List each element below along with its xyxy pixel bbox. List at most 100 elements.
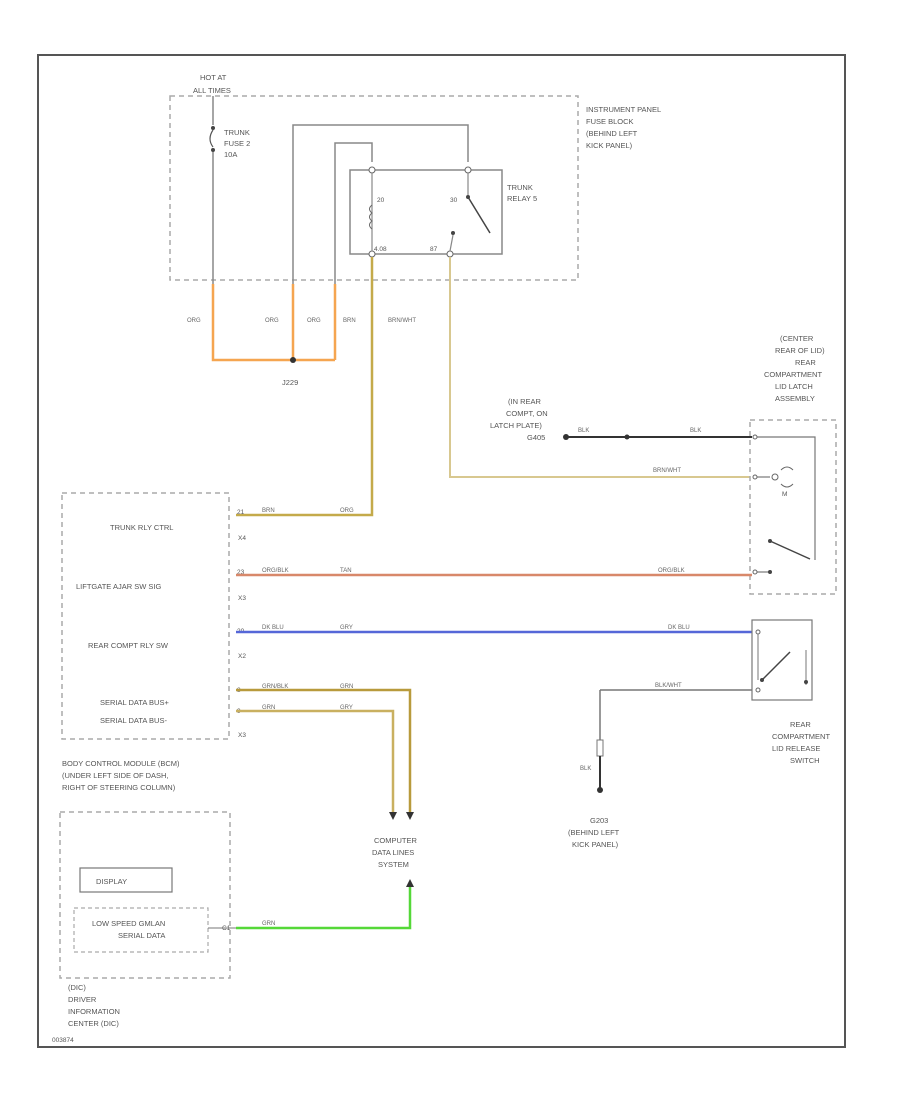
latch-label-3: REAR <box>795 358 816 367</box>
ground-g203-dot <box>597 787 603 793</box>
latch-assembly-box <box>749 419 837 595</box>
dic-display-label: DISPLAY <box>96 877 127 886</box>
dic-serial-box <box>73 907 209 953</box>
serial-bus-plus-wire <box>236 688 412 815</box>
dic-wire-label: GRN <box>262 921 275 927</box>
bcm-wire-4b: GRN <box>340 684 353 690</box>
latch-ajar-wire-label: ORG/BLK <box>658 568 685 574</box>
relay-label-2: RELAY 5 <box>507 194 537 203</box>
bcm-wire-5: GRN <box>262 705 275 711</box>
tan-wire <box>449 257 750 478</box>
gmlan-green-wire <box>236 887 412 930</box>
relay-pin-bl: 4.08 <box>374 246 387 253</box>
dic-label-2: DRIVER <box>68 995 97 1004</box>
wire-label-5: BRN/WHT <box>388 318 416 324</box>
fuse-block-label-4: KICK PANEL) <box>586 141 633 150</box>
release-wire-in-label: DK BLU <box>668 625 690 631</box>
rear-compt-wire-a: BLK <box>578 428 589 434</box>
splice-label: J229 <box>282 378 298 387</box>
data-link-label-3: SYSTEM <box>378 860 409 869</box>
data-link-label-2: DATA LINES <box>372 848 414 857</box>
release-label-4: SWITCH <box>790 756 820 765</box>
bcm-wire-3b: GRY <box>340 625 353 631</box>
bcm-wire-4: GRN/BLK <box>262 684 288 690</box>
brown-wire <box>236 257 374 517</box>
bcm-pin-label-5: SERIAL DATA BUS- <box>100 716 167 725</box>
bcm-wire-1: BRN <box>262 508 275 514</box>
footer-code: 003874 <box>52 1037 74 1044</box>
relay-pin-tl: 20 <box>377 197 385 204</box>
all-times-label: ALL TIMES <box>193 86 231 95</box>
latch-label-6: ASSEMBLY <box>775 394 815 403</box>
fuse-icon <box>209 129 214 148</box>
release-label-1: REAR <box>790 720 811 729</box>
rear-compt-label-1: (IN REAR <box>508 397 542 406</box>
fuse-terminal-top <box>211 126 215 130</box>
release-switch-icon <box>761 651 791 681</box>
dic-serial-2: SERIAL DATA <box>118 931 165 940</box>
data-arrow-left <box>389 812 397 820</box>
fuse-label-1: TRUNK <box>224 128 250 137</box>
data-arrow-right <box>406 812 414 820</box>
splice-dot <box>290 357 296 363</box>
ground-wire-label: BLK <box>580 766 591 772</box>
dic-label-3: INFORMATION <box>68 1007 120 1016</box>
bcm-pin-num-2: 23 <box>237 569 245 576</box>
fuse-label-3: 10A <box>224 150 237 159</box>
trunk-relay-box <box>349 169 503 255</box>
release-label-2: COMPARTMENT <box>772 732 830 741</box>
fuse-label-2: FUSE 2 <box>224 139 250 148</box>
bcm-box <box>61 492 230 740</box>
ground-label-3: KICK PANEL) <box>572 840 619 849</box>
dic-label-1: (DIC) <box>68 983 86 992</box>
latch-label-2: REAR OF LID) <box>775 346 825 355</box>
diagram-frame <box>37 54 846 1048</box>
fuse-block-box <box>169 95 579 281</box>
bcm-label-1: BODY CONTROL MODULE (BCM) <box>62 759 180 768</box>
bcm-wire-5b: GRY <box>340 705 353 711</box>
rear-compt-label-4: G405 <box>527 433 545 442</box>
wire-label-2: ORG <box>265 318 279 324</box>
wire-label-3: ORG <box>307 318 321 324</box>
bcm-pin-x-3: X2 <box>238 653 246 660</box>
bcm-wire-2b: TAN <box>340 568 352 574</box>
bcm-wire-3: DK BLU <box>262 625 284 631</box>
hot-at-label: HOT AT <box>200 73 227 82</box>
relay-coil-icon <box>369 204 373 230</box>
release-label-3: LID RELEASE <box>772 744 820 753</box>
dic-display <box>79 867 173 893</box>
data-link-label-1: COMPUTER <box>374 836 418 845</box>
relay-pin-br: 87 <box>430 246 438 253</box>
dic-box <box>59 811 231 979</box>
ground-label-1: G203 <box>590 816 608 825</box>
serial-bus-minus-wire <box>236 709 395 815</box>
relay-switch-icon <box>467 196 491 234</box>
relay-pin-tr: 30 <box>450 197 458 204</box>
fuse-block-label-2: FUSE BLOCK <box>586 117 634 126</box>
bcm-pin-x-2: X3 <box>238 595 246 602</box>
bcm-label-3: RIGHT OF STEERING COLUMN) <box>62 783 176 792</box>
bcm-pin-label-1: TRUNK RLY CTRL <box>110 523 173 532</box>
bcm-pin-label-4: SERIAL DATA BUS+ <box>100 698 169 707</box>
bcm-label-2: (UNDER LEFT SIDE OF DASH, <box>62 771 169 780</box>
latch-switch-icon <box>780 466 794 488</box>
rear-compt-wire-b: BLK <box>690 428 701 434</box>
dic-serial-1: LOW SPEED GMLAN <box>92 919 165 928</box>
fuse-block-label-3: (BEHIND LEFT <box>586 129 638 138</box>
bcm-pin-label-3: REAR COMPT RLY SW <box>88 641 169 650</box>
relay-label-1: TRUNK <box>507 183 533 192</box>
ground-label-2: (BEHIND LEFT <box>568 828 620 837</box>
wire-label-4: BRN <box>343 318 356 324</box>
latch-label-4: COMPARTMENT <box>764 370 822 379</box>
latch-signal-wire-label: BRN/WHT <box>653 468 681 474</box>
bcm-lower-pin: X3 <box>238 732 246 739</box>
bcm-wire-2: ORG/BLK <box>262 568 289 574</box>
bcm-pin-label-2: LIFTGATE AJAR SW SIG <box>76 582 161 591</box>
svg-text:M: M <box>782 491 787 498</box>
bcm-wire-1b: ORG <box>340 508 354 514</box>
rear-compt-label-2: COMPT, ON <box>506 409 548 418</box>
bcm-pin-num-1: 21 <box>237 509 245 516</box>
release-switch-box <box>751 619 813 701</box>
bcm-pin-x-1: X4 <box>238 535 246 542</box>
